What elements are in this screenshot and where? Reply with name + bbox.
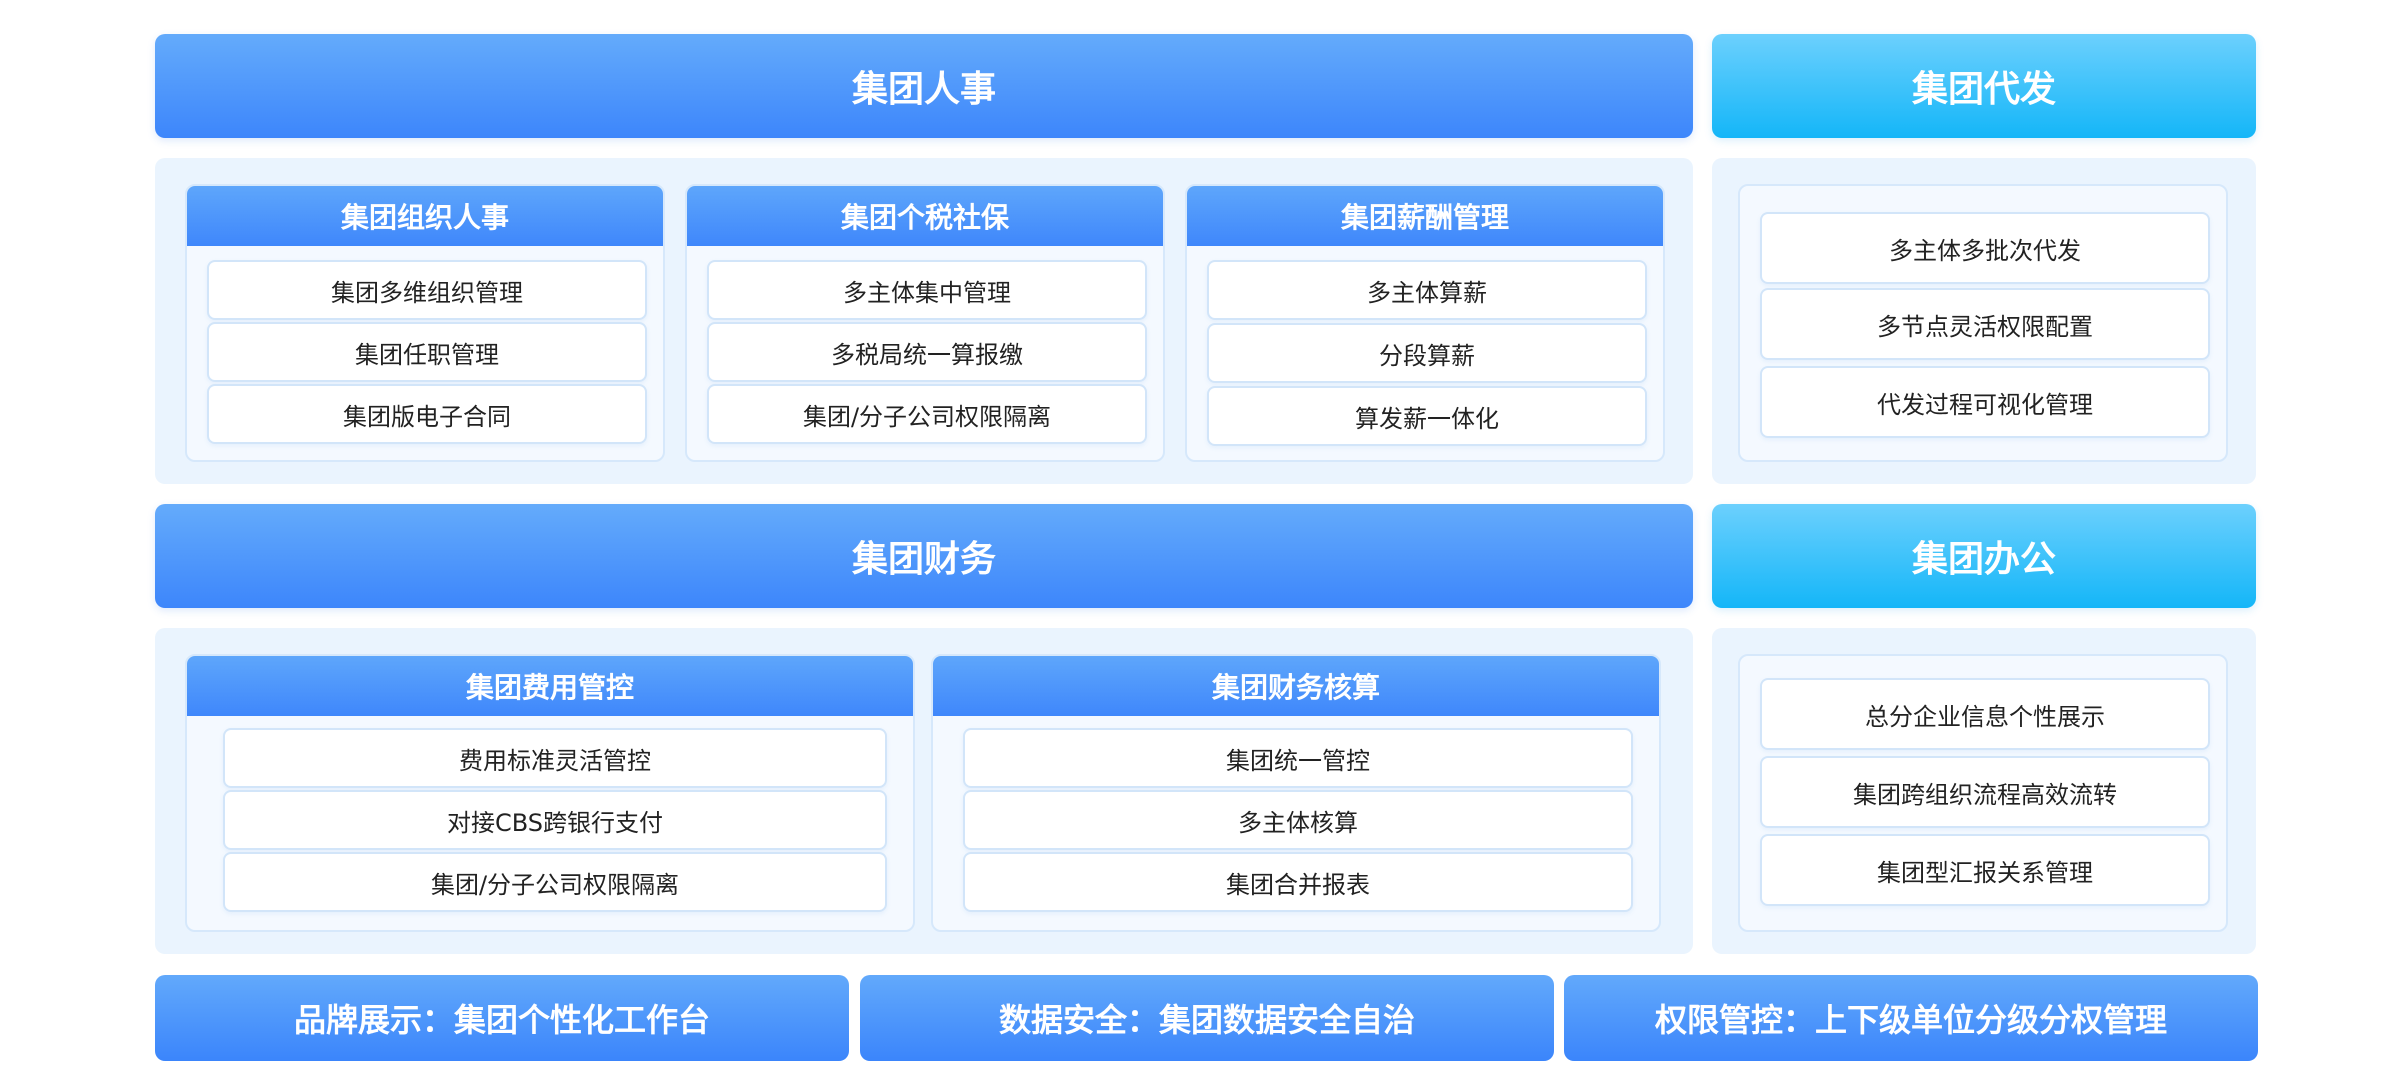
feature-item: 代发过程可视化管理 <box>1760 366 2210 438</box>
feature-item: 多主体算薪 <box>1207 260 1647 320</box>
card-title: 集团薪酬管理 <box>1187 186 1663 246</box>
payroll-panel: 多主体多批次代发 多节点灵活权限配置 代发过程可视化管理 <box>1712 158 2256 484</box>
footer-security-bar: 数据安全：集团数据安全自治 <box>860 975 1554 1061</box>
feature-item: 集团统一管控 <box>963 728 1633 788</box>
feature-item: 总分企业信息个性展示 <box>1760 678 2210 750</box>
hr-card-org: 集团组织人事 集团多维组织管理 集团任职管理 集团版电子合同 <box>185 184 665 462</box>
feature-item: 集团跨组织流程高效流转 <box>1760 756 2210 828</box>
hr-card-tax: 集团个税社保 多主体集中管理 多税局统一算报缴 集团/分子公司权限隔离 <box>685 184 1165 462</box>
feature-item: 多主体核算 <box>963 790 1633 850</box>
feature-item: 集团/分子公司权限隔离 <box>707 384 1147 444</box>
hr-panel: 集团组织人事 集团多维组织管理 集团任职管理 集团版电子合同 集团个税社保 多主… <box>155 158 1693 484</box>
footer-permission-bar: 权限管控：上下级单位分级分权管理 <box>1564 975 2258 1061</box>
card-title: 集团财务核算 <box>933 656 1659 716</box>
feature-item: 集团型汇报关系管理 <box>1760 834 2210 906</box>
feature-item: 集团任职管理 <box>207 322 647 382</box>
feature-item: 集团合并报表 <box>963 852 1633 912</box>
hr-card-salary: 集团薪酬管理 多主体算薪 分段算薪 算发薪一体化 <box>1185 184 1665 462</box>
finance-card-expense: 集团费用管控 费用标准灵活管控 对接CBS跨银行支付 集团/分子公司权限隔离 <box>185 654 915 932</box>
office-section-header: 集团办公 <box>1712 504 2256 608</box>
card-title: 集团组织人事 <box>187 186 663 246</box>
feature-item: 对接CBS跨银行支付 <box>223 790 887 850</box>
feature-item: 多税局统一算报缴 <box>707 322 1147 382</box>
finance-card-accounting: 集团财务核算 集团统一管控 多主体核算 集团合并报表 <box>931 654 1661 932</box>
payroll-card: 多主体多批次代发 多节点灵活权限配置 代发过程可视化管理 <box>1738 184 2228 462</box>
feature-item: 费用标准灵活管控 <box>223 728 887 788</box>
feature-item: 集团版电子合同 <box>207 384 647 444</box>
office-panel: 总分企业信息个性展示 集团跨组织流程高效流转 集团型汇报关系管理 <box>1712 628 2256 954</box>
office-card: 总分企业信息个性展示 集团跨组织流程高效流转 集团型汇报关系管理 <box>1738 654 2228 932</box>
feature-item: 多节点灵活权限配置 <box>1760 288 2210 360</box>
feature-item: 算发薪一体化 <box>1207 386 1647 446</box>
card-title: 集团个税社保 <box>687 186 1163 246</box>
feature-item: 多主体集中管理 <box>707 260 1147 320</box>
card-title: 集团费用管控 <box>187 656 913 716</box>
feature-item: 多主体多批次代发 <box>1760 212 2210 284</box>
feature-item: 分段算薪 <box>1207 323 1647 383</box>
payroll-section-header: 集团代发 <box>1712 34 2256 138</box>
hr-section-header: 集团人事 <box>155 34 1693 138</box>
feature-item: 集团多维组织管理 <box>207 260 647 320</box>
finance-panel: 集团费用管控 费用标准灵活管控 对接CBS跨银行支付 集团/分子公司权限隔离 集… <box>155 628 1693 954</box>
finance-section-header: 集团财务 <box>155 504 1693 608</box>
footer-brand-bar: 品牌展示：集团个性化工作台 <box>155 975 849 1061</box>
feature-item: 集团/分子公司权限隔离 <box>223 852 887 912</box>
